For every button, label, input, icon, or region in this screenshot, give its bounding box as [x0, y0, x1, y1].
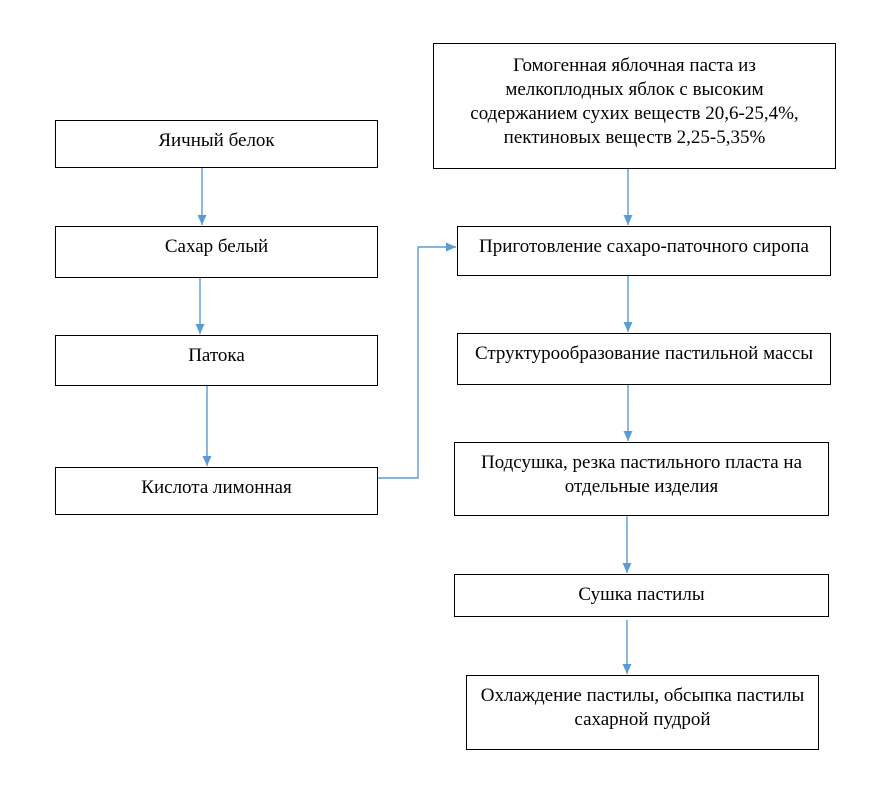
- node-apple-paste: Гомогенная яблочная паста из мелкоплодны…: [433, 43, 836, 169]
- node-citric-acid: Кислота лимонная: [55, 467, 378, 515]
- arrow-citric-acid-to-syrup-preparation: [378, 242, 456, 479]
- node-white-sugar: Сахар белый: [55, 226, 378, 278]
- node-syrup-preparation: Приготовление сахаро-паточного сиропа: [457, 226, 831, 276]
- node-pastila-drying: Сушка пастилы: [454, 574, 829, 617]
- node-predrying-cutting: Подсушка, резка пастильного пласта на от…: [454, 442, 829, 516]
- node-egg-white: Яичный белок: [55, 120, 378, 168]
- node-cooling-dusting: Охлаждение пастилы, обсыпка пастилы саха…: [466, 675, 819, 750]
- node-structure-formation: Структурообразование пастильной массы: [457, 333, 831, 385]
- node-molasses: Патока: [55, 335, 378, 386]
